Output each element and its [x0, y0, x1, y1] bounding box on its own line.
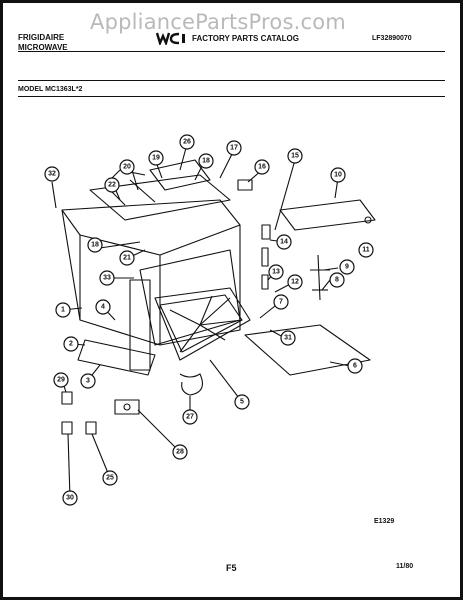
header-rule [18, 51, 445, 52]
right-panel [279, 199, 376, 231]
svg-text:32: 32 [48, 171, 56, 178]
svg-text:25: 25 [106, 475, 114, 482]
glass-tray [244, 324, 371, 376]
svg-text:15: 15 [291, 153, 299, 160]
callout-5: 5 [234, 394, 250, 410]
door-frame [129, 279, 151, 371]
svg-text:22: 22 [108, 182, 116, 189]
callout-1: 1 [55, 302, 71, 318]
callout-30: 30 [62, 490, 78, 506]
wci-logo [155, 32, 185, 45]
callout-29: 29 [53, 372, 69, 388]
stirrer-shaft [317, 254, 321, 301]
svg-text:3: 3 [86, 378, 90, 385]
heater-element [149, 159, 211, 191]
svg-text:19: 19 [152, 155, 160, 162]
svg-text:10: 10 [334, 172, 342, 179]
svg-text:5: 5 [240, 399, 244, 406]
callout-27: 27 [182, 409, 198, 425]
svg-text:17: 17 [230, 145, 238, 152]
svg-text:13: 13 [272, 269, 280, 276]
base-rail [77, 339, 156, 376]
page-number: F5 [226, 563, 237, 573]
svg-text:8: 8 [335, 277, 339, 284]
model-rule [18, 96, 445, 97]
callout-3: 3 [80, 373, 96, 389]
callout-10: 10 [330, 167, 346, 183]
tray-spokes [169, 295, 243, 353]
callout-21: 21 [119, 250, 135, 266]
svg-text:1: 1 [61, 307, 65, 314]
oven-tray [154, 287, 251, 361]
bracket-part [114, 399, 140, 415]
callout-13: 13 [268, 264, 284, 280]
catalog-title: FACTORY PARTS CATALOG [192, 34, 299, 43]
svg-text:4: 4 [101, 304, 105, 311]
callout-19: 19 [148, 150, 164, 166]
svg-text:12: 12 [291, 279, 299, 286]
callout-18: 18 [198, 153, 214, 169]
svg-text:18: 18 [91, 242, 99, 249]
product-type: MICROWAVE [18, 43, 68, 52]
callout-8: 8 [329, 272, 345, 288]
callout-2: 2 [63, 336, 79, 352]
brand-name: FRIGIDAIRE [18, 33, 65, 42]
svg-text:21: 21 [123, 255, 131, 262]
svg-text:9: 9 [345, 264, 349, 271]
diagram-code: E1329 [374, 518, 395, 525]
callout-4: 4 [95, 299, 111, 315]
callout-14: 14 [276, 234, 292, 250]
svg-text:2: 2 [69, 341, 73, 348]
revision-date: 11/80 [396, 563, 414, 570]
callout-22: 22 [104, 177, 120, 193]
svg-text:26: 26 [183, 139, 191, 146]
switch-part [237, 179, 253, 191]
model-number: MODEL MC1363L*2 [18, 86, 83, 93]
callout-15: 15 [287, 148, 303, 164]
svg-text:33: 33 [103, 275, 111, 282]
svg-text:29: 29 [57, 377, 65, 384]
svg-text:18: 18 [202, 158, 210, 165]
callout-33: 33 [99, 270, 115, 286]
wire-harness [179, 373, 203, 396]
callout-20: 20 [119, 159, 135, 175]
brand-block: FRIGIDAIRE MICROWAVE [18, 33, 68, 53]
callout-9: 9 [339, 259, 355, 275]
screw-part [364, 216, 372, 224]
callout-25: 25 [102, 470, 118, 486]
callout-26: 26 [179, 134, 195, 150]
svg-text:20: 20 [123, 164, 131, 171]
svg-text:27: 27 [186, 414, 194, 421]
svg-text:14: 14 [280, 239, 288, 246]
svg-text:11: 11 [362, 247, 370, 254]
header-rule-2 [18, 80, 445, 81]
svg-text:31: 31 [284, 335, 292, 342]
callout-16: 16 [254, 159, 270, 175]
callout-12: 12 [287, 274, 303, 290]
svg-text:6: 6 [353, 363, 357, 370]
callout-32: 32 [44, 166, 60, 182]
callout-18b: 18 [87, 237, 103, 253]
callout-28: 28 [172, 444, 188, 460]
callout-31: 31 [280, 330, 296, 346]
callout-17: 17 [226, 140, 242, 156]
exploded-parts-diagram: 32 22 20 19 26 18 17 16 15 10 18 21 33 1… [44, 134, 376, 506]
latch-part [261, 224, 271, 240]
svg-text:28: 28 [176, 449, 184, 456]
watermark: AppliancePartsPros.com [90, 10, 346, 34]
top-panel [89, 174, 231, 221]
svg-text:7: 7 [279, 299, 283, 306]
callout-11: 11 [358, 242, 374, 258]
publication-number: LF32890070 [372, 35, 412, 42]
svg-text:16: 16 [258, 164, 266, 171]
callout-6: 6 [347, 358, 363, 374]
callout-7: 7 [273, 294, 289, 310]
svg-text:30: 30 [66, 495, 74, 502]
